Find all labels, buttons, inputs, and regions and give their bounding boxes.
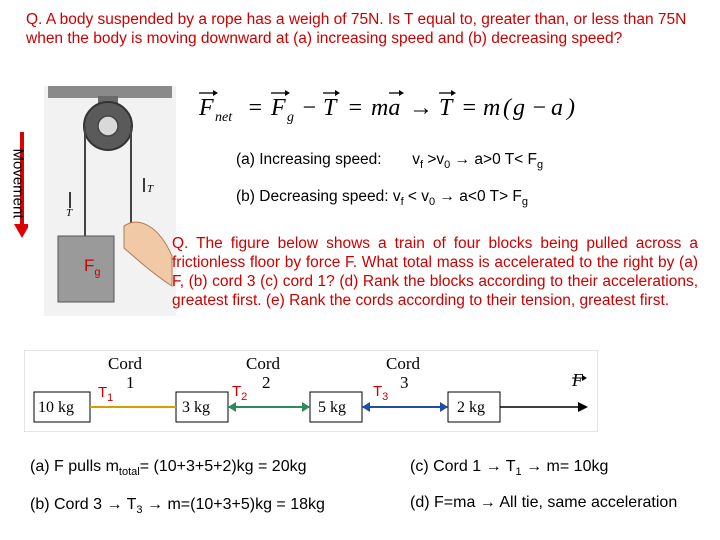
svg-text:): ) — [565, 95, 575, 121]
svg-text:ma: ma — [371, 95, 400, 121]
cord-3-number: 3 — [400, 373, 409, 392]
cord-1-word: Cord — [108, 354, 142, 373]
svg-text:T: T — [323, 95, 338, 121]
svg-text:a: a — [551, 95, 563, 121]
tension-formula: F net = F g − T = ma → T = m ( g − a ) — [186, 80, 606, 130]
block-10kg — [33, 391, 91, 423]
cord-1-number: 1 — [126, 373, 135, 392]
cord-2-word: Cord — [246, 354, 280, 373]
svg-text:−: − — [531, 95, 547, 121]
arrow-right-icon: → — [439, 188, 455, 205]
case-a-line: (a) Increasing speed: vf >v0 → a>0 T< Fg — [236, 151, 544, 172]
svg-text:(: ( — [503, 95, 513, 121]
answer-b: (b) Cord 3 → T3 → m=(10+3+5)kg = 18kg — [30, 496, 325, 517]
tension-label-2: T2 — [232, 383, 248, 403]
svg-text:g: g — [287, 110, 294, 125]
svg-text:net: net — [215, 110, 233, 125]
question-1-text: Q. A body suspended by a rope has a weig… — [26, 11, 687, 47]
tension-label-3: T3 — [373, 383, 389, 403]
block-label-10kg: 10 kg — [38, 399, 74, 416]
block-train-diagram — [24, 350, 598, 432]
svg-text:m: m — [483, 95, 500, 121]
svg-text:T: T — [66, 207, 73, 219]
arrow-right-icon: → — [479, 494, 496, 511]
question-2-text: Q. The figure below shows a train of fou… — [172, 235, 698, 309]
svg-text:−: − — [301, 95, 317, 121]
svg-text:T: T — [147, 183, 154, 195]
answer-c: (c) Cord 1 → T1 → m= 10kg — [410, 458, 609, 479]
cord-2-number: 2 — [262, 373, 271, 392]
case-b-line: (b) Decreasing speed: vf < v0 → a<0 T> F… — [236, 188, 529, 209]
svg-text:g: g — [513, 95, 525, 121]
formula-svg: F net = F g − T = ma → T = m ( g − a ) — [198, 90, 575, 125]
block-label-5kg: 5 kg — [318, 399, 346, 416]
cord-3-word: Cord — [386, 354, 420, 373]
block-5kg — [309, 391, 363, 423]
case-b-label: (b) Decreasing speed: — [236, 188, 389, 205]
svg-text:F: F — [198, 95, 214, 121]
svg-text:F: F — [270, 95, 286, 121]
block-label-3kg: 3 kg — [182, 399, 210, 416]
movement-arrow — [14, 132, 28, 238]
force-label: F — [572, 370, 583, 390]
block-3kg — [175, 391, 229, 423]
fg-label: Fg — [84, 256, 101, 279]
svg-text:=: = — [247, 95, 263, 121]
svg-text:→: → — [409, 95, 433, 121]
tension-label-1: T1 — [98, 384, 114, 404]
svg-text:T: T — [439, 95, 454, 121]
svg-text:=: = — [347, 95, 363, 121]
case-a-label: (a) Increasing speed: — [236, 151, 382, 168]
block-label-2kg: 2 kg — [457, 399, 485, 416]
pulley-illustration: T T — [44, 86, 176, 316]
block-2kg — [447, 391, 501, 423]
arrow-right-icon: → — [526, 458, 543, 475]
answer-a: (a) F pulls mtotal= (10+3+5+2)kg = 20kg — [30, 458, 307, 479]
svg-text:=: = — [461, 95, 477, 121]
answer-d: (d) F=ma → All tie, same acceleration — [410, 494, 678, 511]
arrow-right-icon: → — [454, 151, 471, 168]
arrow-right-icon: → — [485, 458, 502, 475]
movement-label: Movement — [9, 148, 27, 219]
arrow-right-icon: → — [147, 496, 163, 513]
arrow-right-icon: → — [106, 496, 123, 513]
